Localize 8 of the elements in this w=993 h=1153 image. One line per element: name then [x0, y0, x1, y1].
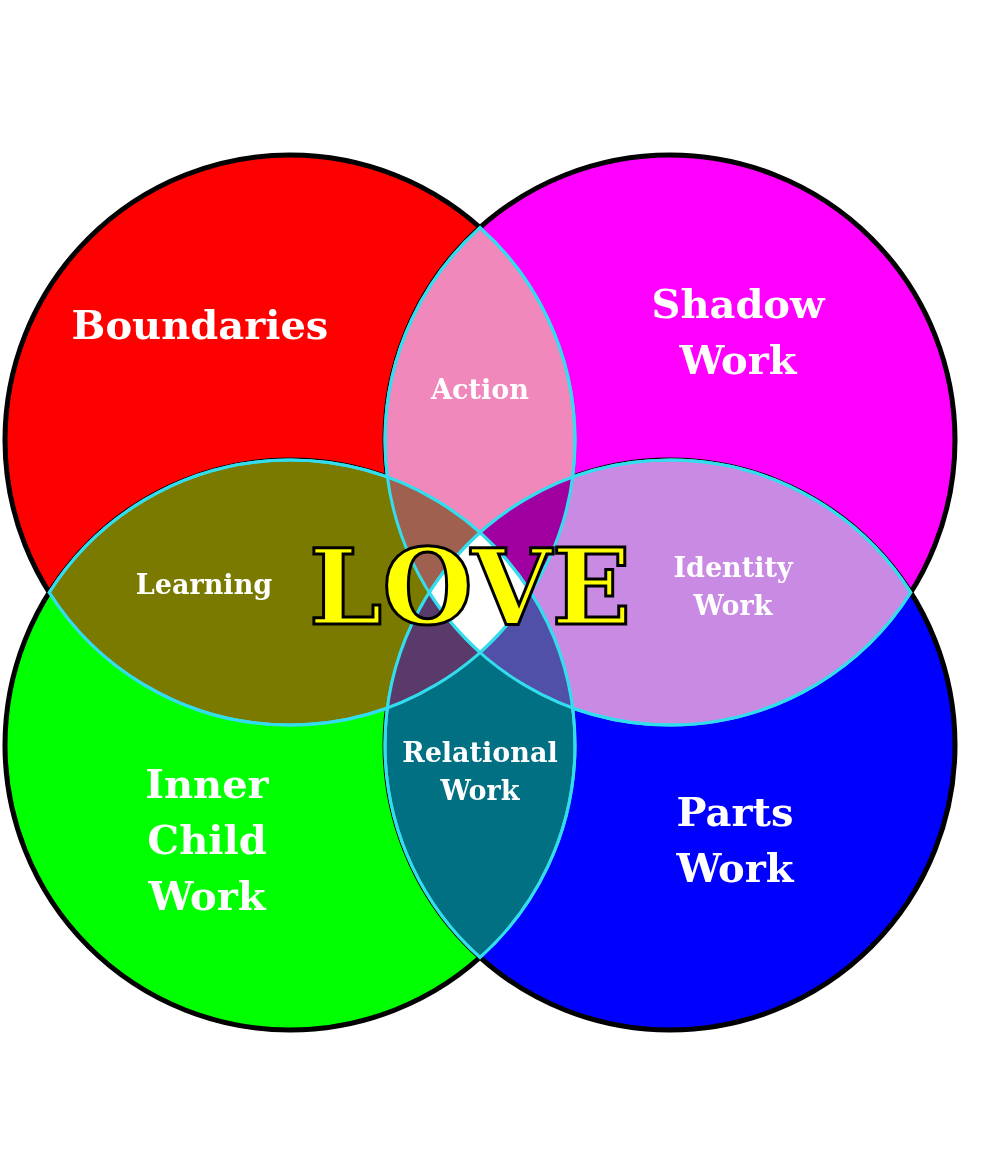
region-label: Boundaries — [20, 297, 380, 353]
region-label: Relational Work — [390, 734, 570, 810]
region-label: Parts Work — [635, 784, 835, 896]
region-label: Shadow Work — [628, 276, 848, 388]
region-label: Learning — [104, 566, 304, 604]
region-label: Action — [405, 371, 555, 409]
region-label: Inner Child Work — [117, 756, 297, 924]
region-label: Identity Work — [638, 549, 828, 625]
